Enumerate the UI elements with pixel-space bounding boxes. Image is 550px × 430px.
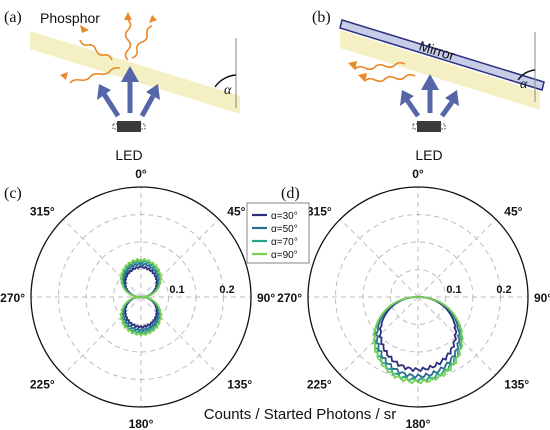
phosphor-slab-b xyxy=(340,30,540,110)
grid-spoke-d-315 xyxy=(339,218,419,298)
angle-label-d-0: 0° xyxy=(412,167,424,181)
photon-arrowheads-a xyxy=(60,12,157,80)
angle-label-c-225: 225° xyxy=(30,377,55,391)
grid-spoke-c-45 xyxy=(140,218,220,298)
angle-label-c-180: 180° xyxy=(129,417,154,430)
angle-label-d-225: 225° xyxy=(307,377,332,391)
angle-label-c-135: 135° xyxy=(227,377,252,391)
angle-label-d-135: 135° xyxy=(504,377,529,391)
grid-spoke-c-135 xyxy=(140,296,220,376)
angle-label-d-90: 90° xyxy=(534,291,550,305)
angle-label-d-45: 45° xyxy=(504,205,522,219)
legend-label-2: α=50° xyxy=(271,224,298,235)
grid-spoke-d-135 xyxy=(417,296,497,376)
angle-label-c-90: 90° xyxy=(257,291,275,305)
radial-tick-d-2: 0.2 xyxy=(496,284,511,296)
panel-c: (c) 0° 45° 90° 135° 180° 225° 270° 315° 0.1 0.2 xyxy=(0,167,275,430)
angle-label-c-45: 45° xyxy=(227,205,245,219)
angle-arc-b xyxy=(517,69,536,81)
photons-a xyxy=(69,19,153,84)
series-curve-c-4 xyxy=(119,257,163,337)
series-curve-d-4 xyxy=(372,296,464,385)
x-axis-label: Counts / Started Photons / sr xyxy=(204,406,397,423)
angle-symbol-a: α xyxy=(224,83,232,98)
grid-spoke-c-315 xyxy=(62,218,142,298)
led-chip-b xyxy=(412,121,446,132)
angle-arc-a xyxy=(214,74,237,88)
photon-arrowheads-b xyxy=(348,61,367,82)
angle-label-c-0: 0° xyxy=(135,167,147,181)
angle-label-c-315: 315° xyxy=(30,205,55,219)
panel-a: (a) Phosphor α xyxy=(4,9,240,163)
angle-symbol-b: α xyxy=(520,77,528,92)
panel-label-d: (d) xyxy=(281,185,300,202)
series-curve-d-2 xyxy=(374,296,461,380)
polar-plot-d: 0° 45° 90° 135° 180° 225° 270° 315° 0.1 0.2 xyxy=(277,167,550,430)
legend: α=30° α=50° α=70° α=90° xyxy=(246,202,310,264)
legend-label-3: α=70° xyxy=(271,237,298,248)
phosphor-slab xyxy=(30,31,240,114)
radial-tick-d-1: 0.1 xyxy=(446,284,461,296)
led-label-a: LED xyxy=(115,147,142,163)
led-label-b: LED xyxy=(415,147,442,163)
outer-circle-c xyxy=(30,186,252,408)
panel-d: (d) 0° 45° 90° 135° 180° 225° 270° 315° 0.1 0.2 xyxy=(277,167,550,430)
series-curve-d-1 xyxy=(378,296,458,373)
angle-label-c-270: 270° xyxy=(0,291,25,305)
radial-tick-c-2: 0.2 xyxy=(219,284,234,296)
panel-b: (b) Mirror α L xyxy=(312,9,545,163)
led-chip-a xyxy=(112,121,146,132)
series-curve-c-1 xyxy=(123,264,159,329)
angle-label-d-315: 315° xyxy=(307,205,332,219)
panel-label-a: (a) xyxy=(4,9,22,26)
polar-plot-c: 0° 45° 90° 135° 180° 225° 270° 315° 0.1 0.2 xyxy=(0,167,275,430)
legend-label-4: α=90° xyxy=(271,250,298,261)
mirror xyxy=(339,19,545,91)
phosphor-label: Phosphor xyxy=(40,10,100,26)
angle-label-d-270: 270° xyxy=(277,291,302,305)
grid-spoke-d-45 xyxy=(417,218,497,298)
panel-label-b: (b) xyxy=(312,9,331,26)
legend-label-1: α=30° xyxy=(271,211,298,222)
outer-circle-d xyxy=(307,186,529,408)
led-arrows-b xyxy=(400,74,459,118)
panel-label-c: (c) xyxy=(4,185,22,202)
photons-b xyxy=(354,61,416,83)
radial-tick-c-1: 0.1 xyxy=(169,284,184,296)
angle-label-d-180: 180° xyxy=(406,417,431,430)
grid-spoke-c-225 xyxy=(62,296,142,376)
led-arrows-a xyxy=(97,66,160,118)
